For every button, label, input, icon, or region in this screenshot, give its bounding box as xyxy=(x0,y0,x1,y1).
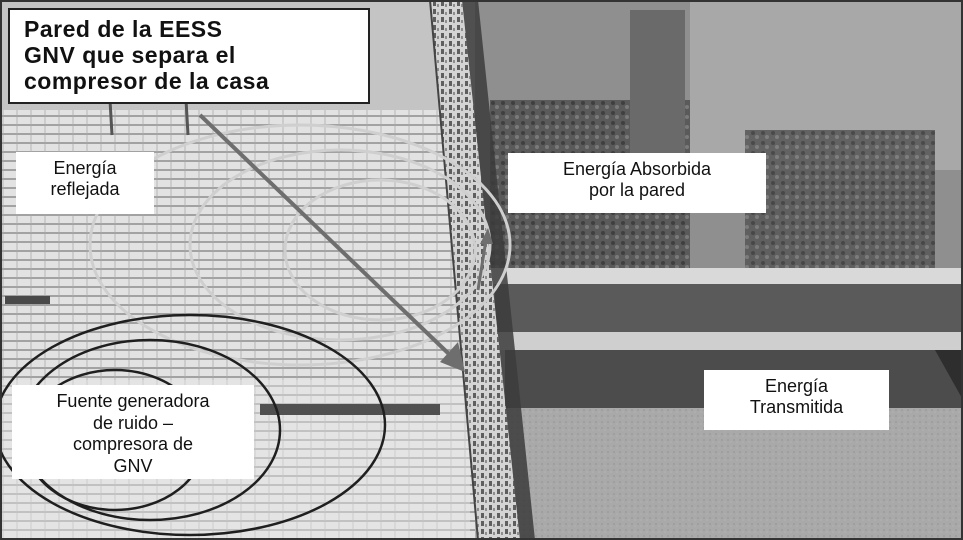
pole-mid xyxy=(184,99,190,136)
foliage-bed-right xyxy=(745,130,935,270)
noise-source-label: Fuente generadora de ruido – compresora … xyxy=(12,385,254,479)
wall-edge xyxy=(429,0,479,540)
transmitted-energy-label: Energía Transmitida xyxy=(704,370,889,430)
dark-horizontal-bar xyxy=(5,296,50,304)
wall-shadow xyxy=(462,0,535,540)
dark-horizontal-bar-2 xyxy=(260,404,440,415)
light-strip xyxy=(495,332,963,350)
wall-title-label: Pared de la EESS GNV que separa el compr… xyxy=(8,8,370,104)
separating-wall xyxy=(430,0,520,540)
lower-right-wash xyxy=(505,408,963,540)
incident-arrow xyxy=(198,113,465,372)
reflected-waves xyxy=(88,123,512,367)
absorbed-energy-label: Energía Absorbida por la pared xyxy=(508,153,766,213)
dark-strip-upper xyxy=(495,284,963,332)
planter-ledge xyxy=(490,268,963,284)
lower-right-ground xyxy=(505,408,963,540)
pole-left xyxy=(108,99,114,136)
dark-corner xyxy=(935,350,963,400)
absorbed-arrow xyxy=(476,228,493,291)
reflected-energy-label: Energía reflejada xyxy=(16,152,154,214)
